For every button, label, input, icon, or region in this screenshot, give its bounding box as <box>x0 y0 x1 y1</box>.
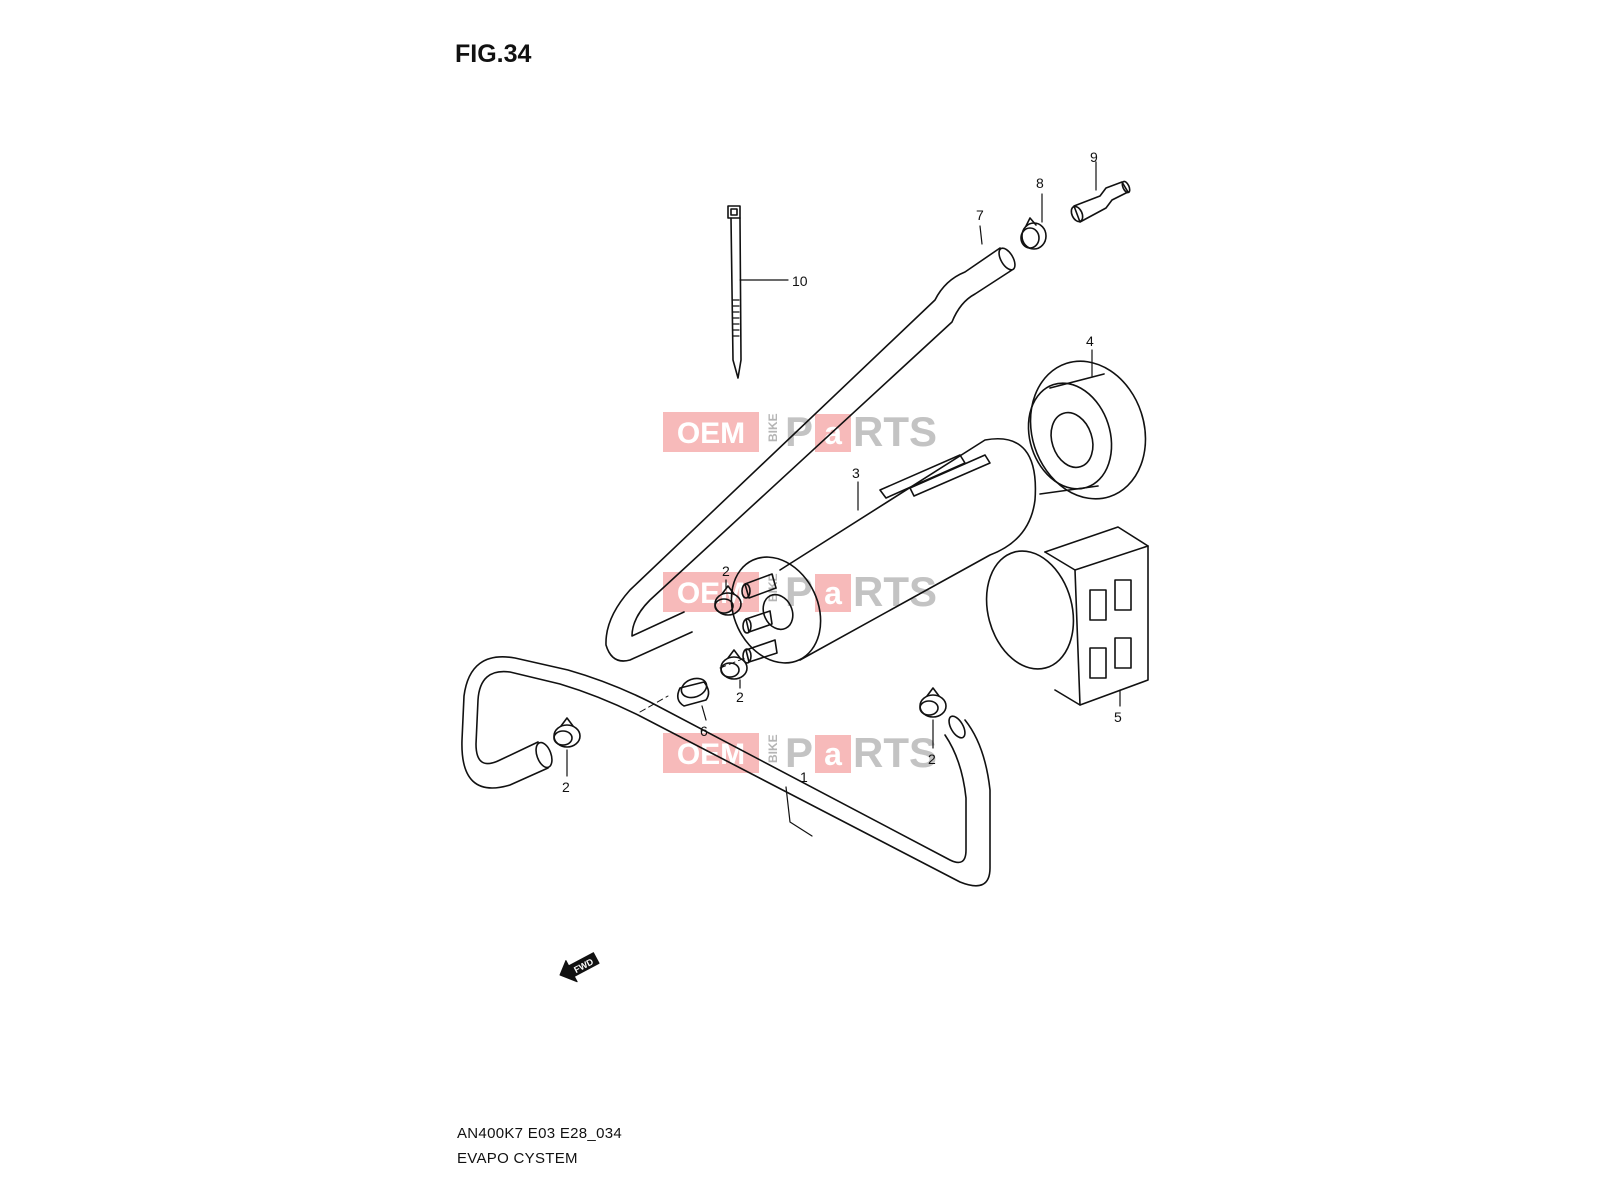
part-2-clamp-c <box>553 717 581 748</box>
callout-8: 8 <box>1036 175 1044 191</box>
watermark-p-text: P <box>785 408 813 455</box>
fwd-arrow-icon: FWD <box>559 952 600 983</box>
callout-4: 4 <box>1086 333 1094 349</box>
part-7-hose <box>605 247 1016 662</box>
part-9-fitting <box>1070 180 1131 223</box>
diagram-code: AN400K7 E03 E28_034 <box>457 1125 622 1142</box>
watermark-a-text: a <box>824 415 842 451</box>
watermark-a-box <box>815 735 851 773</box>
callout-1: 1 <box>800 769 808 785</box>
leader-6 <box>701 705 707 721</box>
leader-1 <box>785 786 813 837</box>
watermark-oem-box <box>663 412 759 452</box>
part-2-clamp-d <box>919 687 947 718</box>
watermark-a-text: a <box>824 575 842 611</box>
callout-2b: 2 <box>736 689 744 705</box>
callout-3: 3 <box>852 465 860 481</box>
callout-9: 9 <box>1090 149 1098 165</box>
watermark-p-text: P <box>785 729 813 776</box>
watermark-a-box <box>815 574 851 612</box>
callout-2c: 2 <box>562 779 570 795</box>
callout-6: 6 <box>700 723 708 739</box>
watermark-oem-box <box>663 572 759 612</box>
leader-7 <box>979 225 983 245</box>
figure-title: FIG.34 <box>455 40 532 68</box>
callout-7: 7 <box>976 207 984 223</box>
watermark-3: OEM BIKE P a RTS <box>663 729 937 776</box>
part-1-hose <box>461 656 991 887</box>
watermark-2: OEM BIKE P a RTS <box>663 568 937 615</box>
watermark-1: OEM BIKE P a RTS <box>663 408 937 455</box>
part-6-cap <box>639 657 746 713</box>
watermark-rts-text: RTS <box>853 408 937 455</box>
diagram-name: EVAPO CYSTEM <box>457 1150 578 1167</box>
leader-lines <box>566 161 1121 837</box>
part-8-clamp <box>1020 217 1047 250</box>
part-2-clamp-a <box>714 585 742 616</box>
part-4-ring <box>1027 360 1147 500</box>
watermark-group: OEM BIKE P a RTS OEM BIKE P a RTS OEM BI… <box>663 408 937 776</box>
part-10-cable-tie <box>727 205 742 379</box>
watermark-rts-text: RTS <box>853 729 937 776</box>
watermark-bike-text: BIKE <box>766 734 780 763</box>
part-5-bracket <box>985 526 1149 706</box>
watermark-p-text: P <box>785 568 813 615</box>
callout-2a: 2 <box>722 563 730 579</box>
callout-5: 5 <box>1114 709 1122 725</box>
part-3-canister <box>730 438 1037 664</box>
watermark-a-text: a <box>824 736 842 772</box>
part-2-clamp-b <box>720 649 748 680</box>
callout-labels: 1 2 2 2 2 3 4 5 6 7 8 9 10 <box>562 149 1122 795</box>
callout-2d: 2 <box>928 751 936 767</box>
watermark-oem-text: OEM <box>677 417 745 450</box>
watermark-bike-text: BIKE <box>766 413 780 442</box>
callout-10: 10 <box>792 273 808 289</box>
